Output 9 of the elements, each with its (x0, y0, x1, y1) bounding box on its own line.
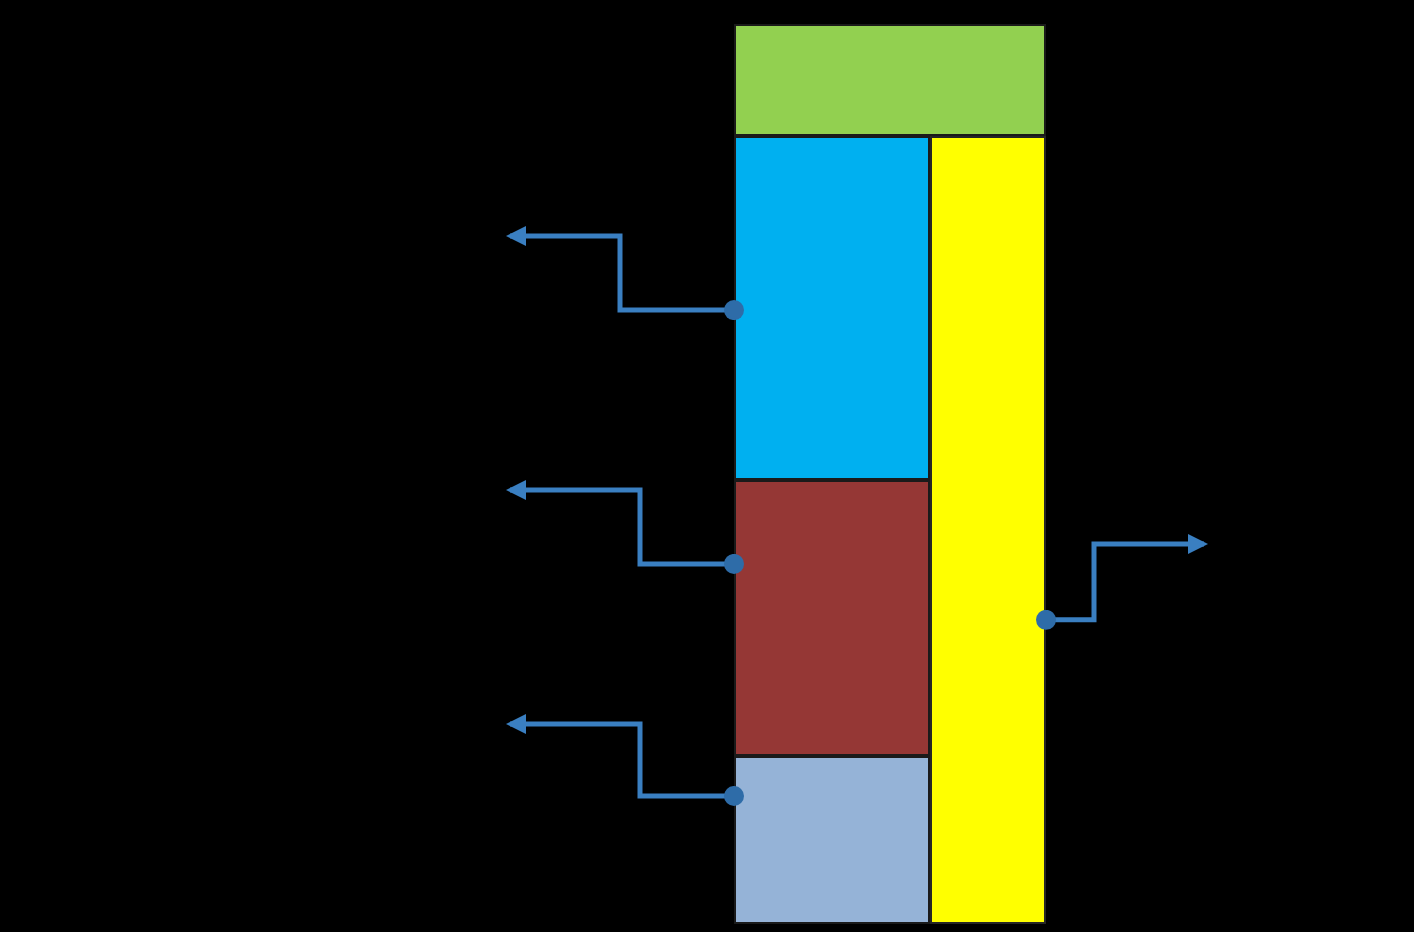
leader-arrow (506, 226, 744, 321)
leader-arrow (506, 714, 744, 806)
color-block (734, 136, 930, 480)
color-block (734, 24, 1046, 136)
color-block (734, 756, 930, 924)
leader-arrow (506, 480, 744, 574)
leader-arrow (1036, 534, 1208, 630)
color-block (734, 480, 930, 756)
color-bar (930, 136, 1046, 924)
